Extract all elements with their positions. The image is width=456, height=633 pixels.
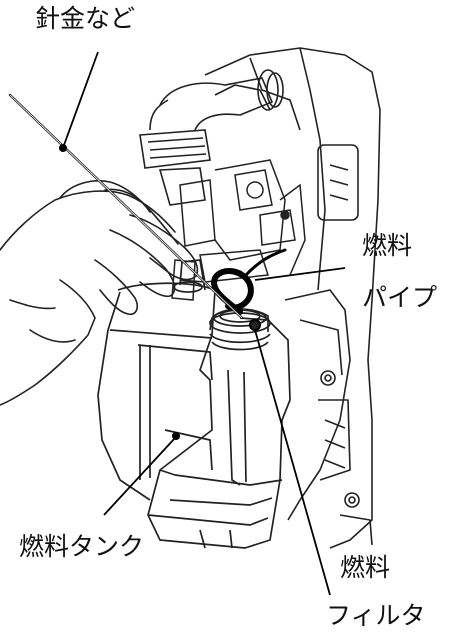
label-fuel-pipe-line2: パイプ	[362, 283, 438, 312]
label-fuel-tank: 燃料タンク	[19, 532, 145, 561]
leader-dot-wire	[59, 144, 67, 152]
leader-lines	[63, 51, 346, 596]
leader-dot-fuel-tank	[172, 432, 180, 440]
fuel-pipe	[211, 248, 287, 315]
fuel-tank	[97, 259, 291, 549]
label-fuel-filter-line2: フィルタ	[326, 601, 426, 630]
intake-elbow	[139, 69, 284, 206]
leader-dots	[59, 144, 180, 440]
fuel-filter-mark	[249, 319, 261, 331]
hand	[0, 180, 199, 406]
carburetor	[171, 159, 306, 301]
label-fuel-pipe-line1: 燃料	[362, 231, 413, 260]
leader-line-fuel-filter	[254, 329, 331, 596]
leader-line-wire	[63, 51, 99, 146]
wire	[8, 93, 244, 320]
leader-line-fuel-pipe	[254, 267, 346, 281]
label-fuel-filter-line1: 燃料	[340, 553, 391, 582]
engine-body	[204, 47, 381, 549]
leader-line-fuel-tank	[103, 437, 176, 516]
label-wire: 針金など	[35, 4, 136, 33]
